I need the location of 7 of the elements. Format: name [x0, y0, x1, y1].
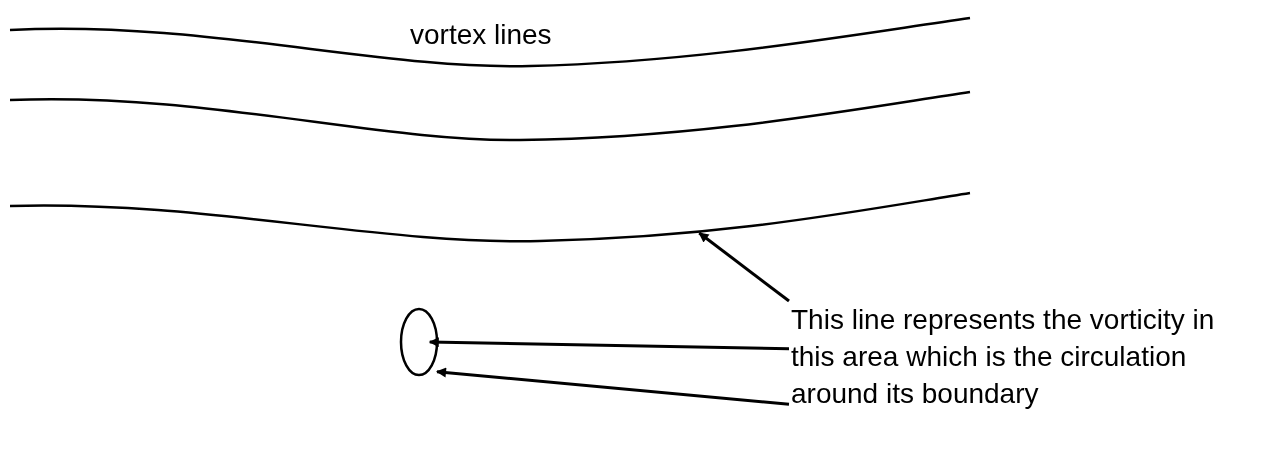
leader-arrow: [428, 337, 790, 351]
vortex-lines-label: vortex lines: [410, 18, 552, 52]
leader-arrow: [436, 367, 790, 406]
circle-outline: [399, 307, 439, 377]
leader-arrow: [698, 231, 790, 303]
vortex-line: [10, 191, 971, 243]
annotation-text: This line represents the vorticity in this area which is the circulation around its boundary: [791, 301, 1241, 412]
